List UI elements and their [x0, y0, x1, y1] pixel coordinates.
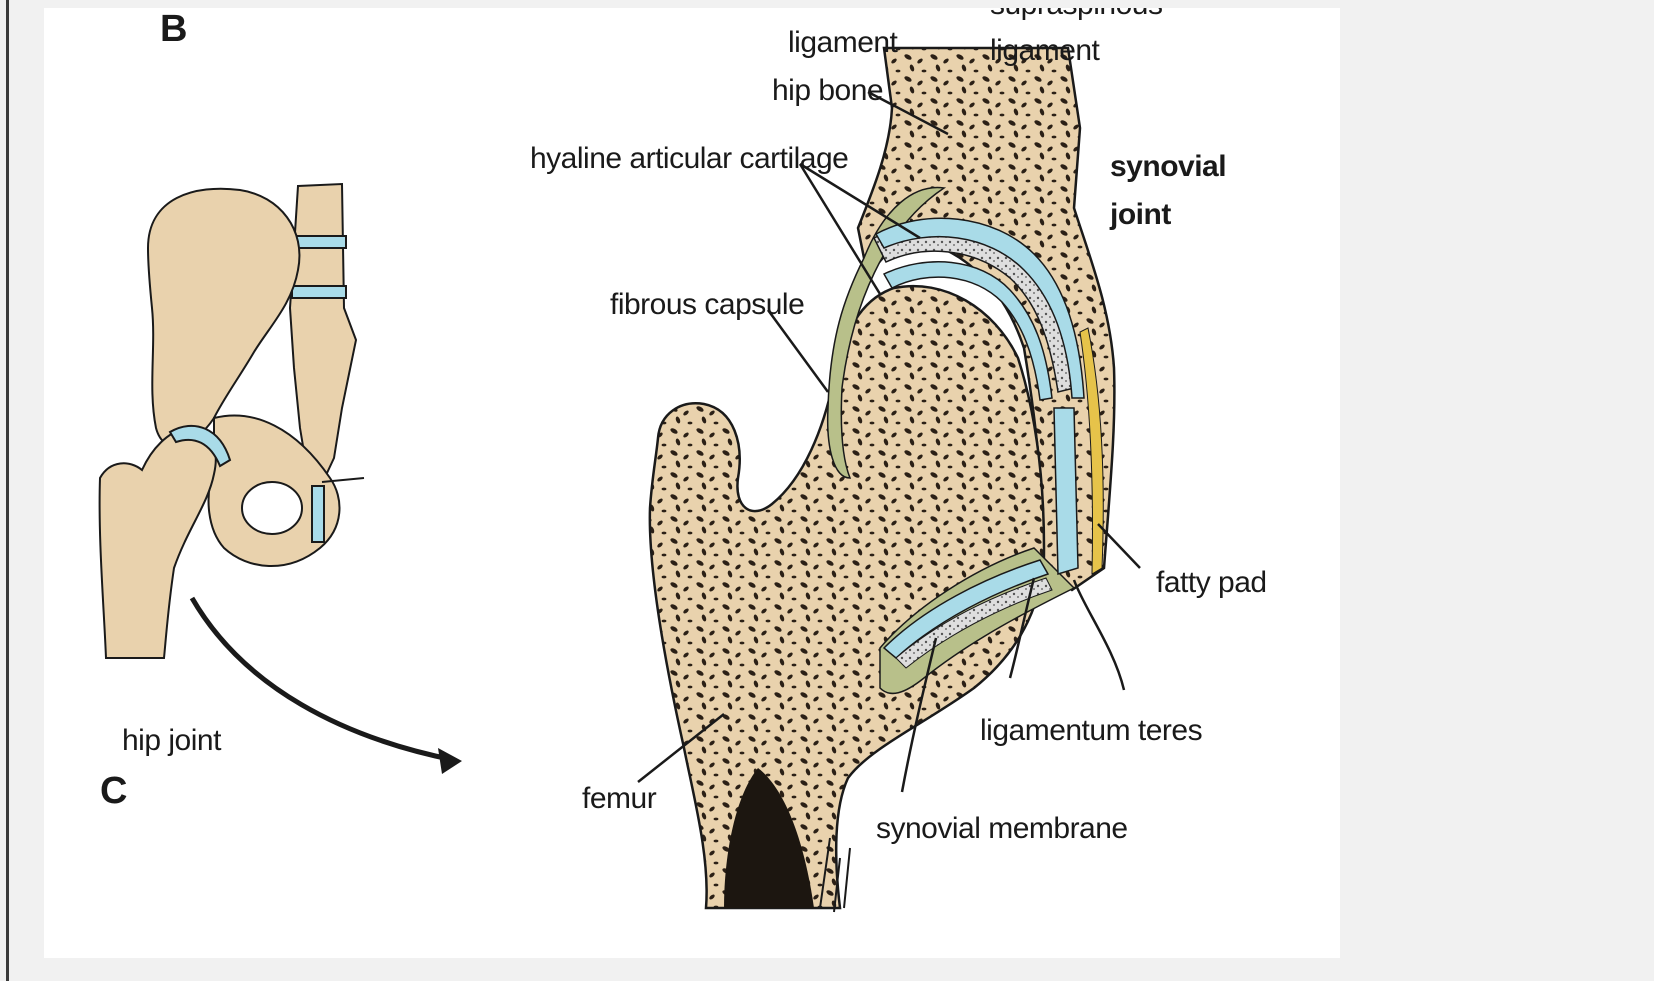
- pelvis-sketch: [100, 184, 364, 658]
- zoom-arrow: [192, 598, 454, 760]
- panel-letter-c: C: [100, 772, 127, 810]
- label-hyaline-cartilage: hyaline articular cartilage: [530, 144, 848, 174]
- femur-upper: [100, 428, 216, 658]
- label-supraspinous-cut: supraspinous: [990, 8, 1162, 20]
- label-supraspinous-ligament: ligament: [990, 36, 1099, 66]
- label-hip-joint: hip joint: [122, 726, 221, 756]
- intervertebral-disc-2: [292, 286, 346, 298]
- obturator-foramen: [242, 482, 302, 534]
- figure-panel: B C supraspinous ligament ligament hip b…: [44, 8, 1340, 958]
- label-synovial-joint-1: synovial: [1110, 152, 1226, 182]
- leader-capsule: [768, 310, 828, 392]
- label-ligamentum-teres: ligamentum teres: [980, 716, 1202, 746]
- pubic-symphysis: [312, 486, 324, 542]
- label-synovial-joint-2: joint: [1110, 200, 1171, 230]
- panel-letter-b: B: [160, 10, 187, 48]
- ligamentum-teres-shape: [1054, 408, 1078, 574]
- ilium: [148, 189, 299, 446]
- label-hip-bone: hip bone: [772, 76, 883, 106]
- intervertebral-disc-1: [294, 236, 346, 248]
- leader-lig-teres-a: [1074, 580, 1124, 690]
- label-ligament-cut: ligament: [788, 28, 897, 58]
- label-femur: femur: [582, 784, 656, 814]
- arrow-head: [438, 748, 462, 774]
- left-border: [6, 0, 9, 981]
- label-fibrous-capsule: fibrous capsule: [610, 290, 804, 320]
- label-synovial-membrane: synovial membrane: [876, 814, 1128, 844]
- label-fatty-pad: fatty pad: [1156, 568, 1267, 598]
